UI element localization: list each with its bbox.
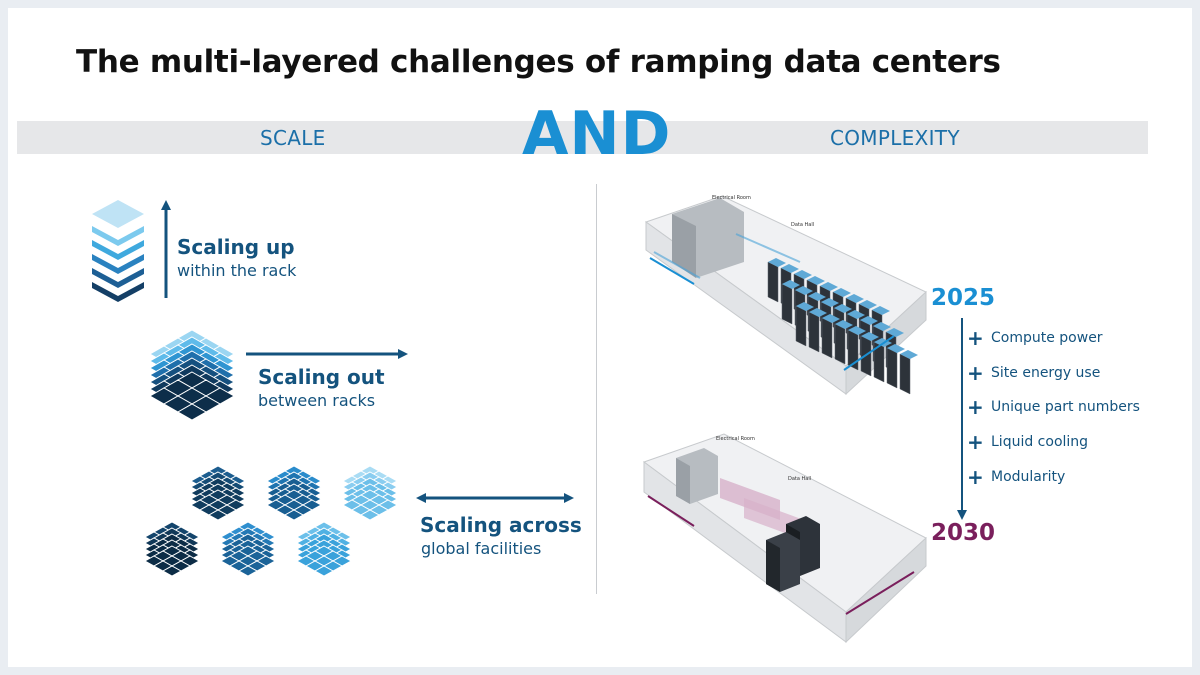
scaling-up-sub: within the rack <box>177 261 297 280</box>
and-label: AND <box>522 99 672 169</box>
center-divider <box>596 184 597 594</box>
list-item-label: Unique part numbers <box>991 399 1140 415</box>
scaling-out-heading: Scaling out <box>258 365 385 389</box>
list-item-label: Modularity <box>991 469 1066 485</box>
complexity-label: COMPLEXITY <box>830 126 960 150</box>
facility-block-icon <box>341 465 399 521</box>
svg-text:Data Hall: Data Hall <box>788 476 811 482</box>
list-item-label: Compute power <box>991 330 1103 346</box>
list-item-label: Liquid cooling <box>991 434 1089 450</box>
header-band <box>17 121 1148 154</box>
plus-icon: + <box>967 430 984 454</box>
svg-text:Electrical Room: Electrical Room <box>712 195 751 201</box>
facility-block-icon <box>189 465 247 521</box>
facility-blocks-icon <box>143 465 399 577</box>
plus-icon: + <box>967 326 984 350</box>
scaling-across-sub: global facilities <box>421 539 542 558</box>
datacenter-2030-illustration: Electrical Room Data Hall <box>642 433 927 644</box>
list-item: + Site energy use <box>967 361 1100 385</box>
list-item-label: Site energy use <box>991 365 1101 381</box>
facility-block-icon <box>219 521 277 577</box>
year-2030: 2030 <box>931 520 996 546</box>
year-2025: 2025 <box>931 285 996 311</box>
scaling-across-heading: Scaling across <box>420 513 582 537</box>
svg-text:Data Hall: Data Hall <box>791 222 814 228</box>
svg-text:Electrical Room: Electrical Room <box>716 436 755 442</box>
list-item: + Liquid cooling <box>967 430 1088 454</box>
plus-icon: + <box>967 361 984 385</box>
scaling-out-sub: between racks <box>258 391 376 410</box>
plus-icon: + <box>967 465 984 489</box>
list-item: + Unique part numbers <box>967 395 1140 419</box>
facility-block-icon <box>295 521 353 577</box>
scaling-up-heading: Scaling up <box>177 235 295 259</box>
datacenter-2025-illustration: Electrical Room Data Hall <box>644 195 927 396</box>
rack-stack-icon <box>92 200 144 302</box>
list-item: + Compute power <box>967 326 1103 350</box>
facility-block-icon <box>265 465 323 521</box>
slide-title: The multi-layered challenges of ramping … <box>76 44 1001 80</box>
list-item: + Modularity <box>967 465 1065 489</box>
scale-label: SCALE <box>260 126 326 150</box>
facility-block-icon <box>143 521 201 577</box>
plus-icon: + <box>967 395 984 419</box>
rack-row-icon <box>148 329 236 421</box>
